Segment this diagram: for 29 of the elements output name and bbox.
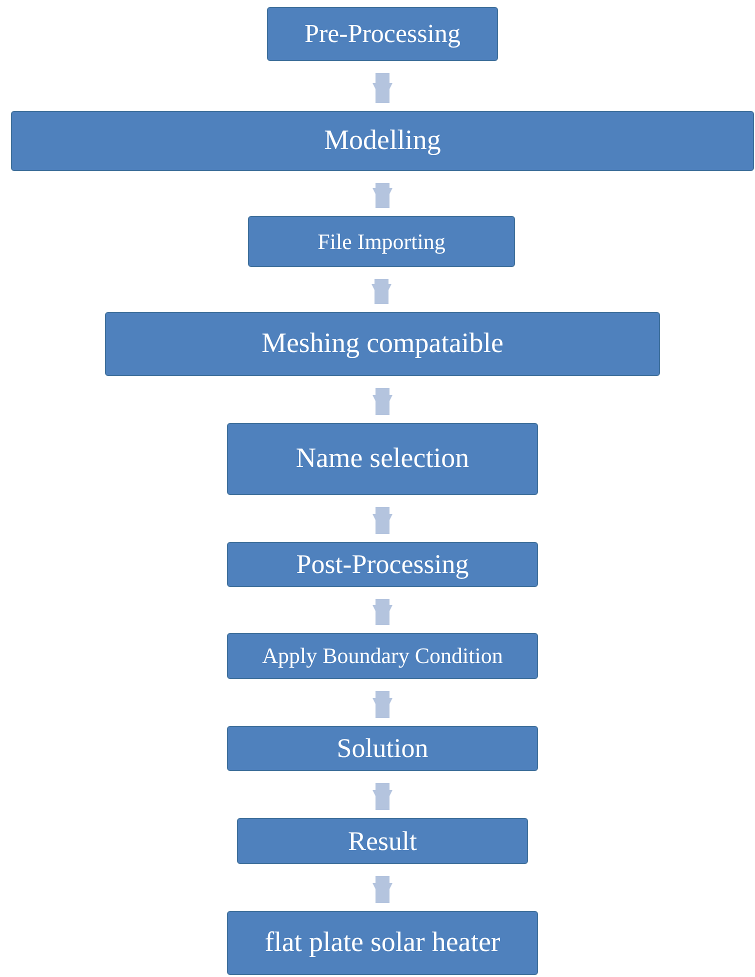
process-box bbox=[227, 911, 538, 975]
step-label: Apply Boundary Condition bbox=[262, 644, 503, 668]
arrow bbox=[372, 691, 392, 718]
process-box bbox=[11, 111, 754, 171]
process-box bbox=[227, 423, 538, 495]
step-label: Name selection bbox=[296, 444, 470, 474]
process-box bbox=[248, 216, 515, 267]
process-box bbox=[267, 7, 498, 61]
arrow bbox=[372, 507, 392, 534]
process-box bbox=[227, 633, 538, 679]
step-label: Result bbox=[348, 826, 417, 856]
step-label: Post-Processing bbox=[296, 550, 469, 579]
step-label: Solution bbox=[336, 734, 428, 763]
arrow bbox=[372, 783, 392, 810]
step-label: flat plate solar heater bbox=[264, 928, 500, 958]
process-box bbox=[237, 818, 528, 864]
process-box bbox=[227, 542, 538, 587]
step-label: Modelling bbox=[324, 126, 441, 156]
step-label: Pre-Processing bbox=[304, 20, 460, 48]
process-box bbox=[105, 312, 660, 376]
arrow bbox=[372, 183, 392, 208]
arrow bbox=[372, 876, 392, 903]
step-label: Meshing compataible bbox=[262, 329, 504, 359]
step-label: File Importing bbox=[318, 230, 446, 254]
process-box bbox=[227, 726, 538, 771]
arrow bbox=[372, 599, 392, 625]
arrow bbox=[372, 279, 392, 304]
arrow bbox=[372, 73, 392, 103]
arrow bbox=[372, 388, 392, 415]
